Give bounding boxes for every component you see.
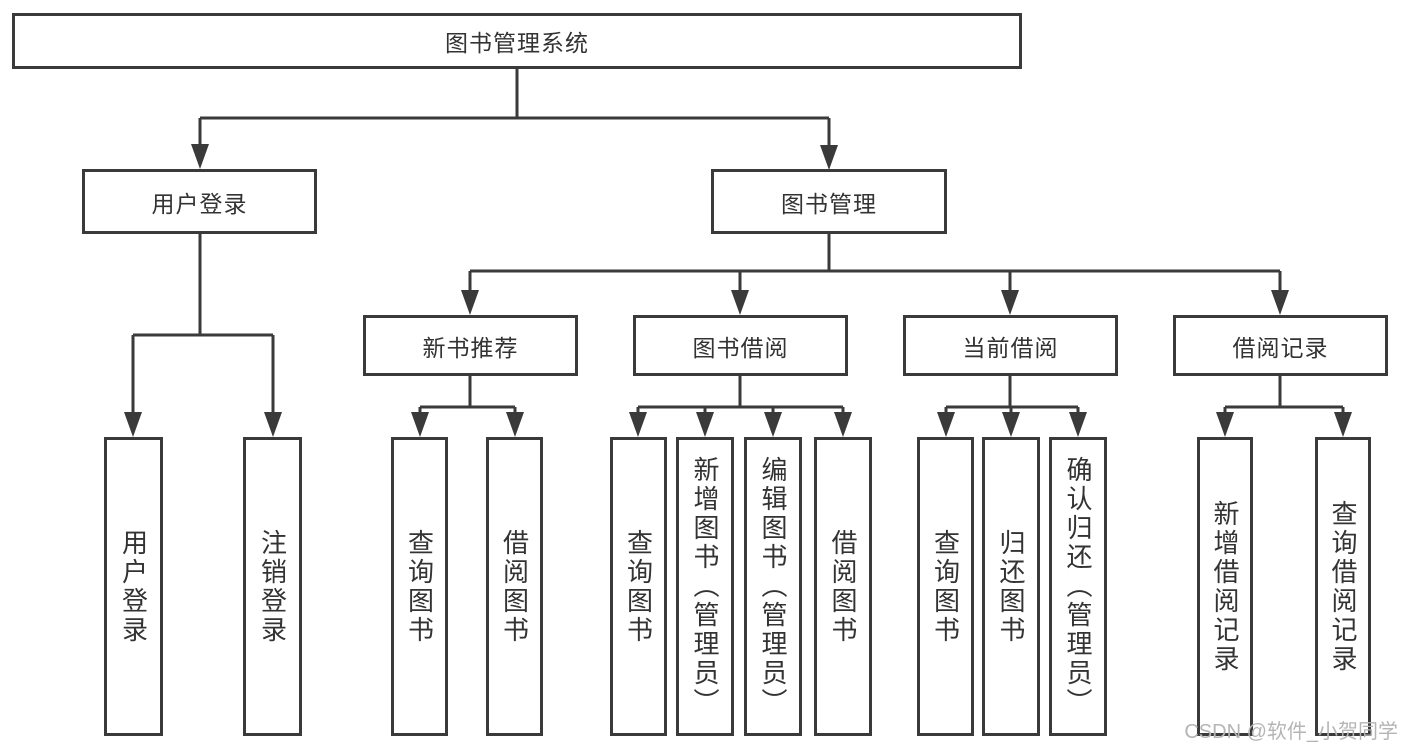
arrowhead [1001,290,1019,315]
arrowhead [124,412,142,437]
leaf-borrow-books-recommend-label: 借阅图书 [499,528,530,645]
connector-book-management-branch [468,234,1282,296]
arrowhead [506,412,524,437]
leaf-query-borrow-record: 查询借阅记录 [1315,437,1371,736]
connector-book-borrow-branch [636,376,845,418]
leaf-query-books-borrow: 查询图书 [610,437,667,736]
connector-user-login-branch [131,234,275,418]
leaf-add-book-admin-label: 新增图书（管理员） [690,456,720,717]
connector-current-borrow-branch [944,376,1080,418]
leaf-user-login: 用户登录 [104,437,163,736]
leaf-query-books-borrow-label: 查询图书 [623,528,654,645]
node-new-book-recommend: 新书推荐 [363,315,578,376]
leaf-add-book-admin: 新增图书（管理员） [676,437,734,736]
node-borrow-records-label: 借阅记录 [1232,334,1329,361]
arrowhead [264,412,282,437]
leaf-query-books-current: 查询图书 [917,437,974,736]
arrowhead [1334,412,1352,437]
leaf-edit-book-admin-label: 编辑图书（管理员） [758,456,788,717]
arrowhead [191,144,209,169]
connector-borrow-records-branch [1223,376,1345,418]
arrowhead [820,145,838,170]
leaf-borrow-books-borrow: 借阅图书 [814,437,872,736]
node-current-borrow: 当前借阅 [903,315,1118,376]
arrowhead [461,290,479,315]
leaf-logout-label: 注销登录 [257,528,288,645]
arrowhead [731,290,749,315]
node-book-borrow: 图书借阅 [633,315,848,376]
node-new-book-recommend-label: 新书推荐 [422,334,519,361]
arrowhead [629,412,647,437]
leaf-confirm-return-admin-label: 确认归还（管理员） [1063,456,1093,717]
node-current-borrow-label: 当前借阅 [962,334,1059,361]
connector-root-branch [198,69,831,151]
leaf-add-borrow-record-label: 新增借阅记录 [1210,499,1240,674]
node-user-login-label: 用户登录 [151,190,248,217]
leaf-confirm-return-admin: 确认归还（管理员） [1049,437,1107,736]
leaf-logout: 注销登录 [243,437,302,736]
leaf-borrow-books-recommend: 借阅图书 [486,437,543,736]
arrowhead [411,412,429,437]
leaf-query-books-recommend-label: 查询图书 [404,528,435,645]
leaf-query-books-current-label: 查询图书 [930,528,961,645]
leaf-query-books-recommend: 查询图书 [391,437,448,736]
arrowhead [937,412,955,437]
arrowhead [1271,290,1289,315]
leaf-borrow-books-borrow-label: 借阅图书 [828,528,858,645]
leaf-query-borrow-record-label: 查询借阅记录 [1328,499,1358,674]
arrowhead [764,412,782,437]
node-user-login: 用户登录 [82,169,317,234]
arrowhead [1216,412,1234,437]
node-book-management: 图书管理 [711,169,947,234]
arrowhead [1002,412,1020,437]
node-book-management-label: 图书管理 [781,190,877,217]
leaf-return-books: 归还图书 [982,437,1040,736]
node-library-management-system-label: 图书管理系统 [445,30,589,56]
arrowhead [834,412,852,437]
node-library-management-system: 图书管理系统 [12,13,1022,69]
node-book-borrow-label: 图书借阅 [692,334,789,361]
leaf-user-login-label: 用户登录 [118,528,149,645]
connector-new-book-branch [418,376,517,418]
node-borrow-records: 借阅记录 [1173,315,1388,376]
leaf-return-books-label: 归还图书 [996,528,1026,645]
leaf-edit-book-admin: 编辑图书（管理员） [744,437,802,736]
arrowhead [1069,412,1087,437]
leaf-add-borrow-record: 新增借阅记录 [1197,437,1253,736]
watermark: CSDN @软件_小贺同学 [1184,721,1398,743]
arrowhead [696,412,714,437]
